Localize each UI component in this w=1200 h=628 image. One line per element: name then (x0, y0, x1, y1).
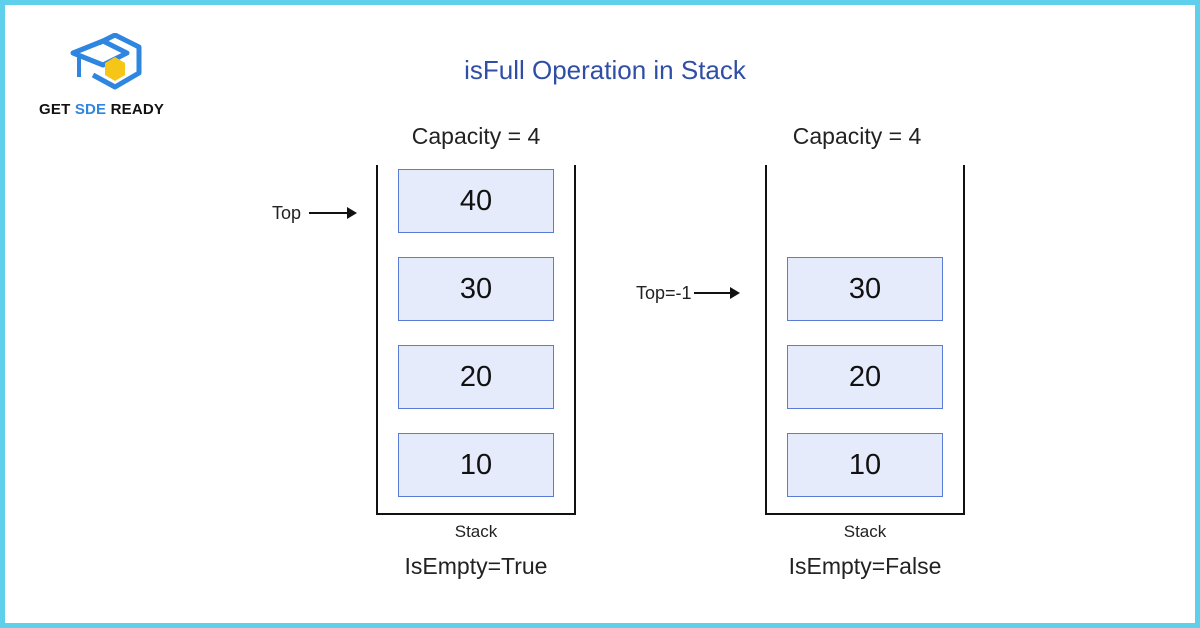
left-stack-cell: 40 (398, 169, 554, 233)
left-stack-cell: 30 (398, 257, 554, 321)
right-stack-cell: 10 (787, 433, 943, 497)
left-top-pointer: Top (272, 201, 358, 225)
left-capacity-label: Capacity = 4 (411, 123, 541, 149)
logo-text: GET SDE READY (39, 101, 165, 118)
left-stack-label: Stack (454, 522, 498, 541)
graduation-cap-logo-icon (70, 33, 142, 90)
brand-logo[interactable]: GET SDE READY (39, 31, 189, 123)
left-arrow-icon (309, 207, 358, 219)
diagram-title: isFull Operation in Stack (464, 55, 746, 85)
left-stack-cell: 10 (398, 433, 554, 497)
right-status-text: IsEmpty=False (788, 553, 942, 579)
left-status-text: IsEmpty=True (404, 553, 548, 579)
left-stack-container: 40 30 20 10 (376, 165, 576, 515)
left-top-pointer-label: Top (272, 202, 302, 223)
right-arrow-icon (693, 287, 740, 299)
right-top-pointer: Top=-1 (636, 281, 740, 305)
right-stack-container: 30 20 10 (765, 165, 965, 515)
left-stack-cell: 20 (398, 345, 554, 409)
right-top-pointer-label: Top=-1 (636, 282, 692, 303)
right-stack-cell: 20 (787, 345, 943, 409)
right-stack-cell: 30 (787, 257, 943, 321)
right-capacity-label: Capacity = 4 (792, 123, 922, 149)
right-stack-label: Stack (843, 522, 887, 541)
